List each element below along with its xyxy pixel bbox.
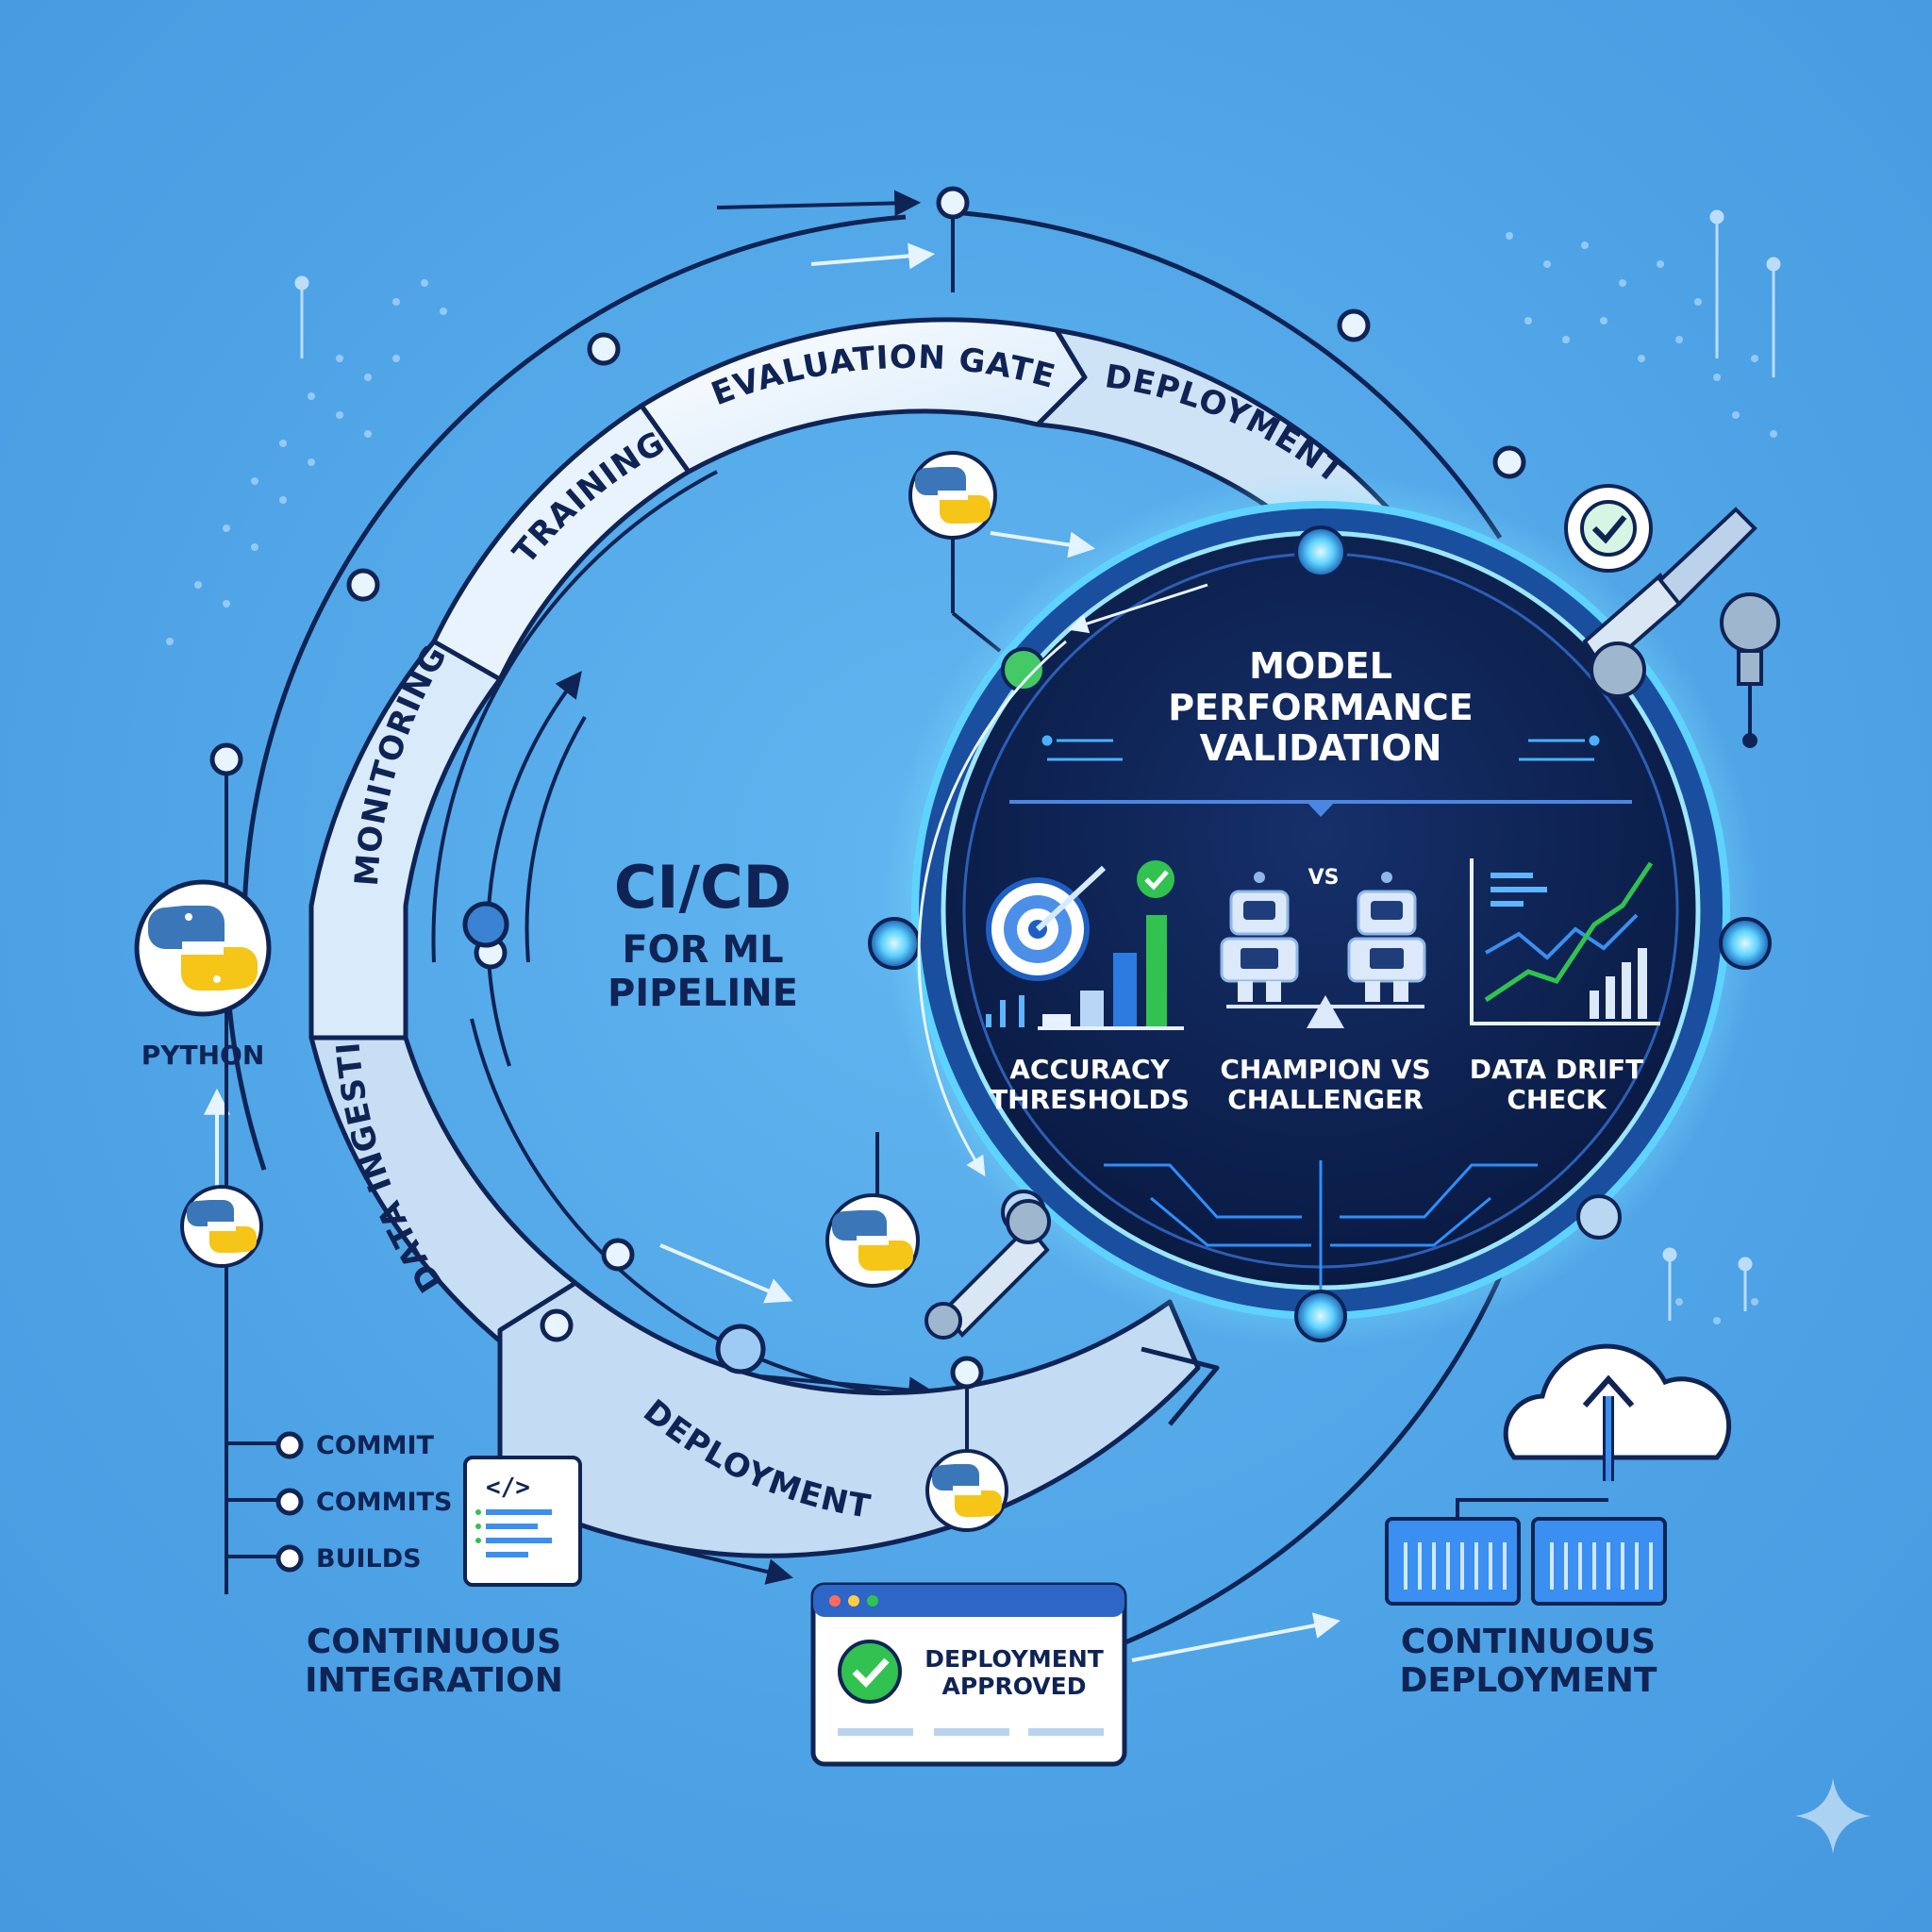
git-nodes <box>275 1431 304 1573</box>
robot-arm-top-right <box>1564 484 1780 748</box>
python-logo-icon-bottom <box>925 1449 1008 1532</box>
check-champion-line1: CHAMPION VS <box>1220 1054 1431 1085</box>
python-logo-icon-mid <box>825 1193 920 1288</box>
python-logo-icon-top <box>908 451 997 540</box>
robot-arm-bottom-left <box>924 1199 1051 1340</box>
robot-icon-challenger <box>1226 872 1426 1028</box>
check-champion-label: CHAMPION VS CHALLENGER <box>1212 1054 1439 1116</box>
validation-title: MODEL PERFORMANCE VALIDATION <box>1132 645 1509 770</box>
cd-label-line2: DEPLOYMENT <box>1399 1661 1657 1701</box>
svg-text:</>: </> <box>486 1474 530 1502</box>
check-accuracy-line1: ACCURACY <box>1009 1054 1170 1085</box>
ci-label-line2: INTEGRATION <box>305 1661 563 1701</box>
check-accuracy-line2: THRESHOLDS <box>990 1084 1190 1116</box>
data-dots-left <box>166 279 447 645</box>
check-champion-line2: CHALLENGER <box>1227 1084 1424 1116</box>
check-drift-line2: CHECK <box>1507 1084 1607 1116</box>
check-drift-label: DATA DRIFT CHECK <box>1448 1054 1665 1116</box>
vs-label: VS <box>1307 866 1340 890</box>
approval-line1: DEPLOYMENT <box>924 1645 1104 1673</box>
code-file-icon: </> <box>463 1456 582 1587</box>
check-accuracy-label: ACCURACY THRESHOLDS <box>976 1054 1203 1116</box>
cd-label-line1: CONTINUOUS <box>1400 1623 1657 1661</box>
python-logo-icon-small <box>180 1185 263 1268</box>
validation-panel <box>868 472 1772 1349</box>
sparkle-icon <box>1795 1778 1871 1854</box>
cloud-icon <box>1456 1343 1732 1519</box>
target-icon <box>986 860 1174 981</box>
ci-label-line1: CONTINUOUS <box>306 1623 562 1661</box>
validation-title-line3: VALIDATION <box>1199 727 1442 770</box>
center-title: CI/CD <box>613 853 792 922</box>
server-icon <box>1385 1517 1667 1606</box>
git-item-commits: COMMITS <box>316 1488 453 1517</box>
center-subtitle-line1: FOR ML <box>622 928 784 973</box>
data-dots-right <box>1506 232 1777 1324</box>
ring-nodes <box>209 186 1526 1390</box>
check-drift-line1: DATA DRIFT <box>1469 1054 1644 1085</box>
vertical-connectors <box>225 217 1002 1594</box>
git-item-builds: BUILDS <box>316 1544 422 1574</box>
validation-title-line2: PERFORMANCE <box>1168 686 1474 728</box>
arc-arrows <box>204 190 1341 1662</box>
ci-label: CONTINUOUS INTEGRATION <box>283 1623 585 1701</box>
approval-line2: APPROVED <box>941 1672 1087 1700</box>
center-title-block: CI/CD FOR ML PIPELINE <box>575 853 830 1016</box>
center-subtitle-line2: PIPELINE <box>607 972 798 1016</box>
approval-text: DEPLOYMENT APPROVED <box>915 1645 1113 1701</box>
stage-label-evaluation: EVALUATION GATES <box>0 0 1059 413</box>
git-item-commit: COMMIT <box>316 1431 434 1460</box>
robot-icon <box>1220 872 1299 1002</box>
trend-chart-icon <box>1470 858 1660 1025</box>
python-logo-icon <box>134 879 272 1017</box>
accuracy-bar-chart <box>986 915 1184 1030</box>
validation-title-line1: MODEL <box>1249 645 1392 687</box>
cd-label: CONTINUOUS DEPLOYMENT <box>1368 1623 1689 1701</box>
python-label: PYTHON <box>141 1040 265 1071</box>
approval-window <box>810 1582 1127 1767</box>
circuit-lines <box>294 209 1781 1321</box>
